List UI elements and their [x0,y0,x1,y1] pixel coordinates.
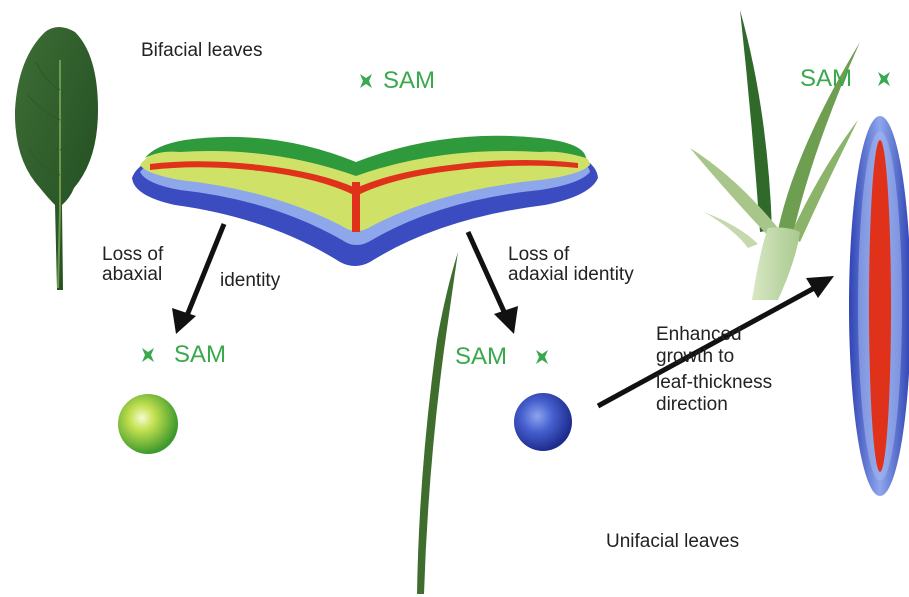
enhanced-line2: growth to [656,346,734,367]
arrow-loss-abaxial [172,224,224,334]
enhanced-line3: leaf-thickness [656,372,772,393]
loss-adaxial-line2: adaxial identity [508,264,634,285]
loss-abaxial-line2: abaxial [102,264,162,285]
broad-leaf-photo [15,27,98,290]
loss-adaxial-line1: Loss of [508,244,569,265]
enhanced-line1: Enhanced [656,324,742,345]
needle-leaf-photo [417,252,458,594]
enhanced-line4: direction [656,394,728,415]
sam-meristem-icon [875,70,893,88]
sam-label-middle: SAM [455,344,507,370]
unifacial-cross-section [849,116,909,496]
unifacial-leaves-label: Unifacial leaves [606,531,739,552]
sam-label-right: SAM [800,66,852,92]
adaxial-loss-cross-section [514,393,572,451]
bifacial-leaves-label: Bifacial leaves [141,40,262,61]
loss-abaxial-line3: identity [220,270,280,291]
iris-shoot-photo [690,10,860,300]
sam-meristem-icon [357,72,375,90]
sam-label-left: SAM [174,342,226,368]
sam-meristem-icon [139,346,157,364]
loss-abaxial-line1: Loss of [102,244,163,265]
sam-meristem-icon [533,348,551,366]
abaxial-loss-cross-section [118,394,178,454]
sam-label-top: SAM [383,68,435,94]
